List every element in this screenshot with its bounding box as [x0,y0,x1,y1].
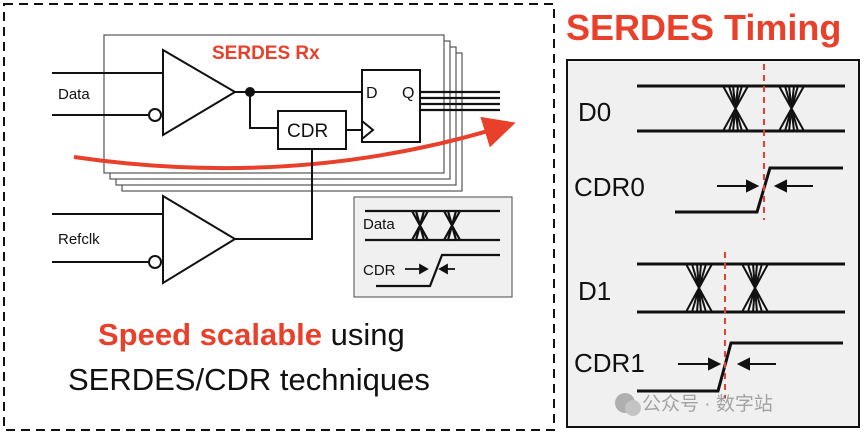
signal-label-cdr0: CDR0 [574,172,645,202]
flipflop-clock-triangle [361,120,375,140]
flipflop-block [361,69,421,143]
scalable-arrow [73,116,516,171]
inset-data-label: Data [363,216,395,233]
d0-waveform [637,84,845,133]
inset-cdr-arrows [405,263,455,275]
flipflop-d-label: D [366,85,378,102]
refclk-input-label: Refclk [58,231,100,248]
data-amplifier [162,48,237,137]
signal-label-d1: D1 [578,276,611,306]
watermark-text: 公众号 · 数字站 [642,393,773,415]
caption-line1: Speed scalable using [98,317,405,352]
signal-label-d0: D0 [578,97,611,127]
cdr-block-label: CDR [287,121,328,142]
inset-cdr-label: CDR [363,262,396,279]
watermark: 公众号 · 数字站 [615,393,773,416]
refclk-to-cdr-wire [235,149,313,240]
data-input-label: Data [58,86,90,103]
inset-data-eye [365,209,500,242]
refclk-input-wires [52,213,163,263]
refclk-amplifier [162,194,237,285]
timing-title: SERDES Timing [566,7,841,48]
data-input-wires [52,72,163,116]
signal-label-cdr1: CDR1 [574,348,645,378]
cdr-block [277,110,347,150]
junction-to-cdr-wire [249,92,278,129]
caption-highlight: Speed scalable [98,317,322,352]
serdes-rx-title: SERDES Rx [212,43,320,64]
cdr1-arrows [678,357,776,371]
left-panel-border [3,3,555,431]
flipflop-q-label: Q [402,85,414,102]
caption-line2: SERDES/CDR techniques [68,362,430,397]
inset-cdr-edge [376,253,500,288]
d1-waveform [637,262,845,314]
cdr0-arrows [717,179,813,193]
caption-rest: using [322,317,405,352]
output-bus [420,90,500,112]
refclk-inverting-bubble [148,255,162,269]
data-inverting-bubble [148,108,162,122]
